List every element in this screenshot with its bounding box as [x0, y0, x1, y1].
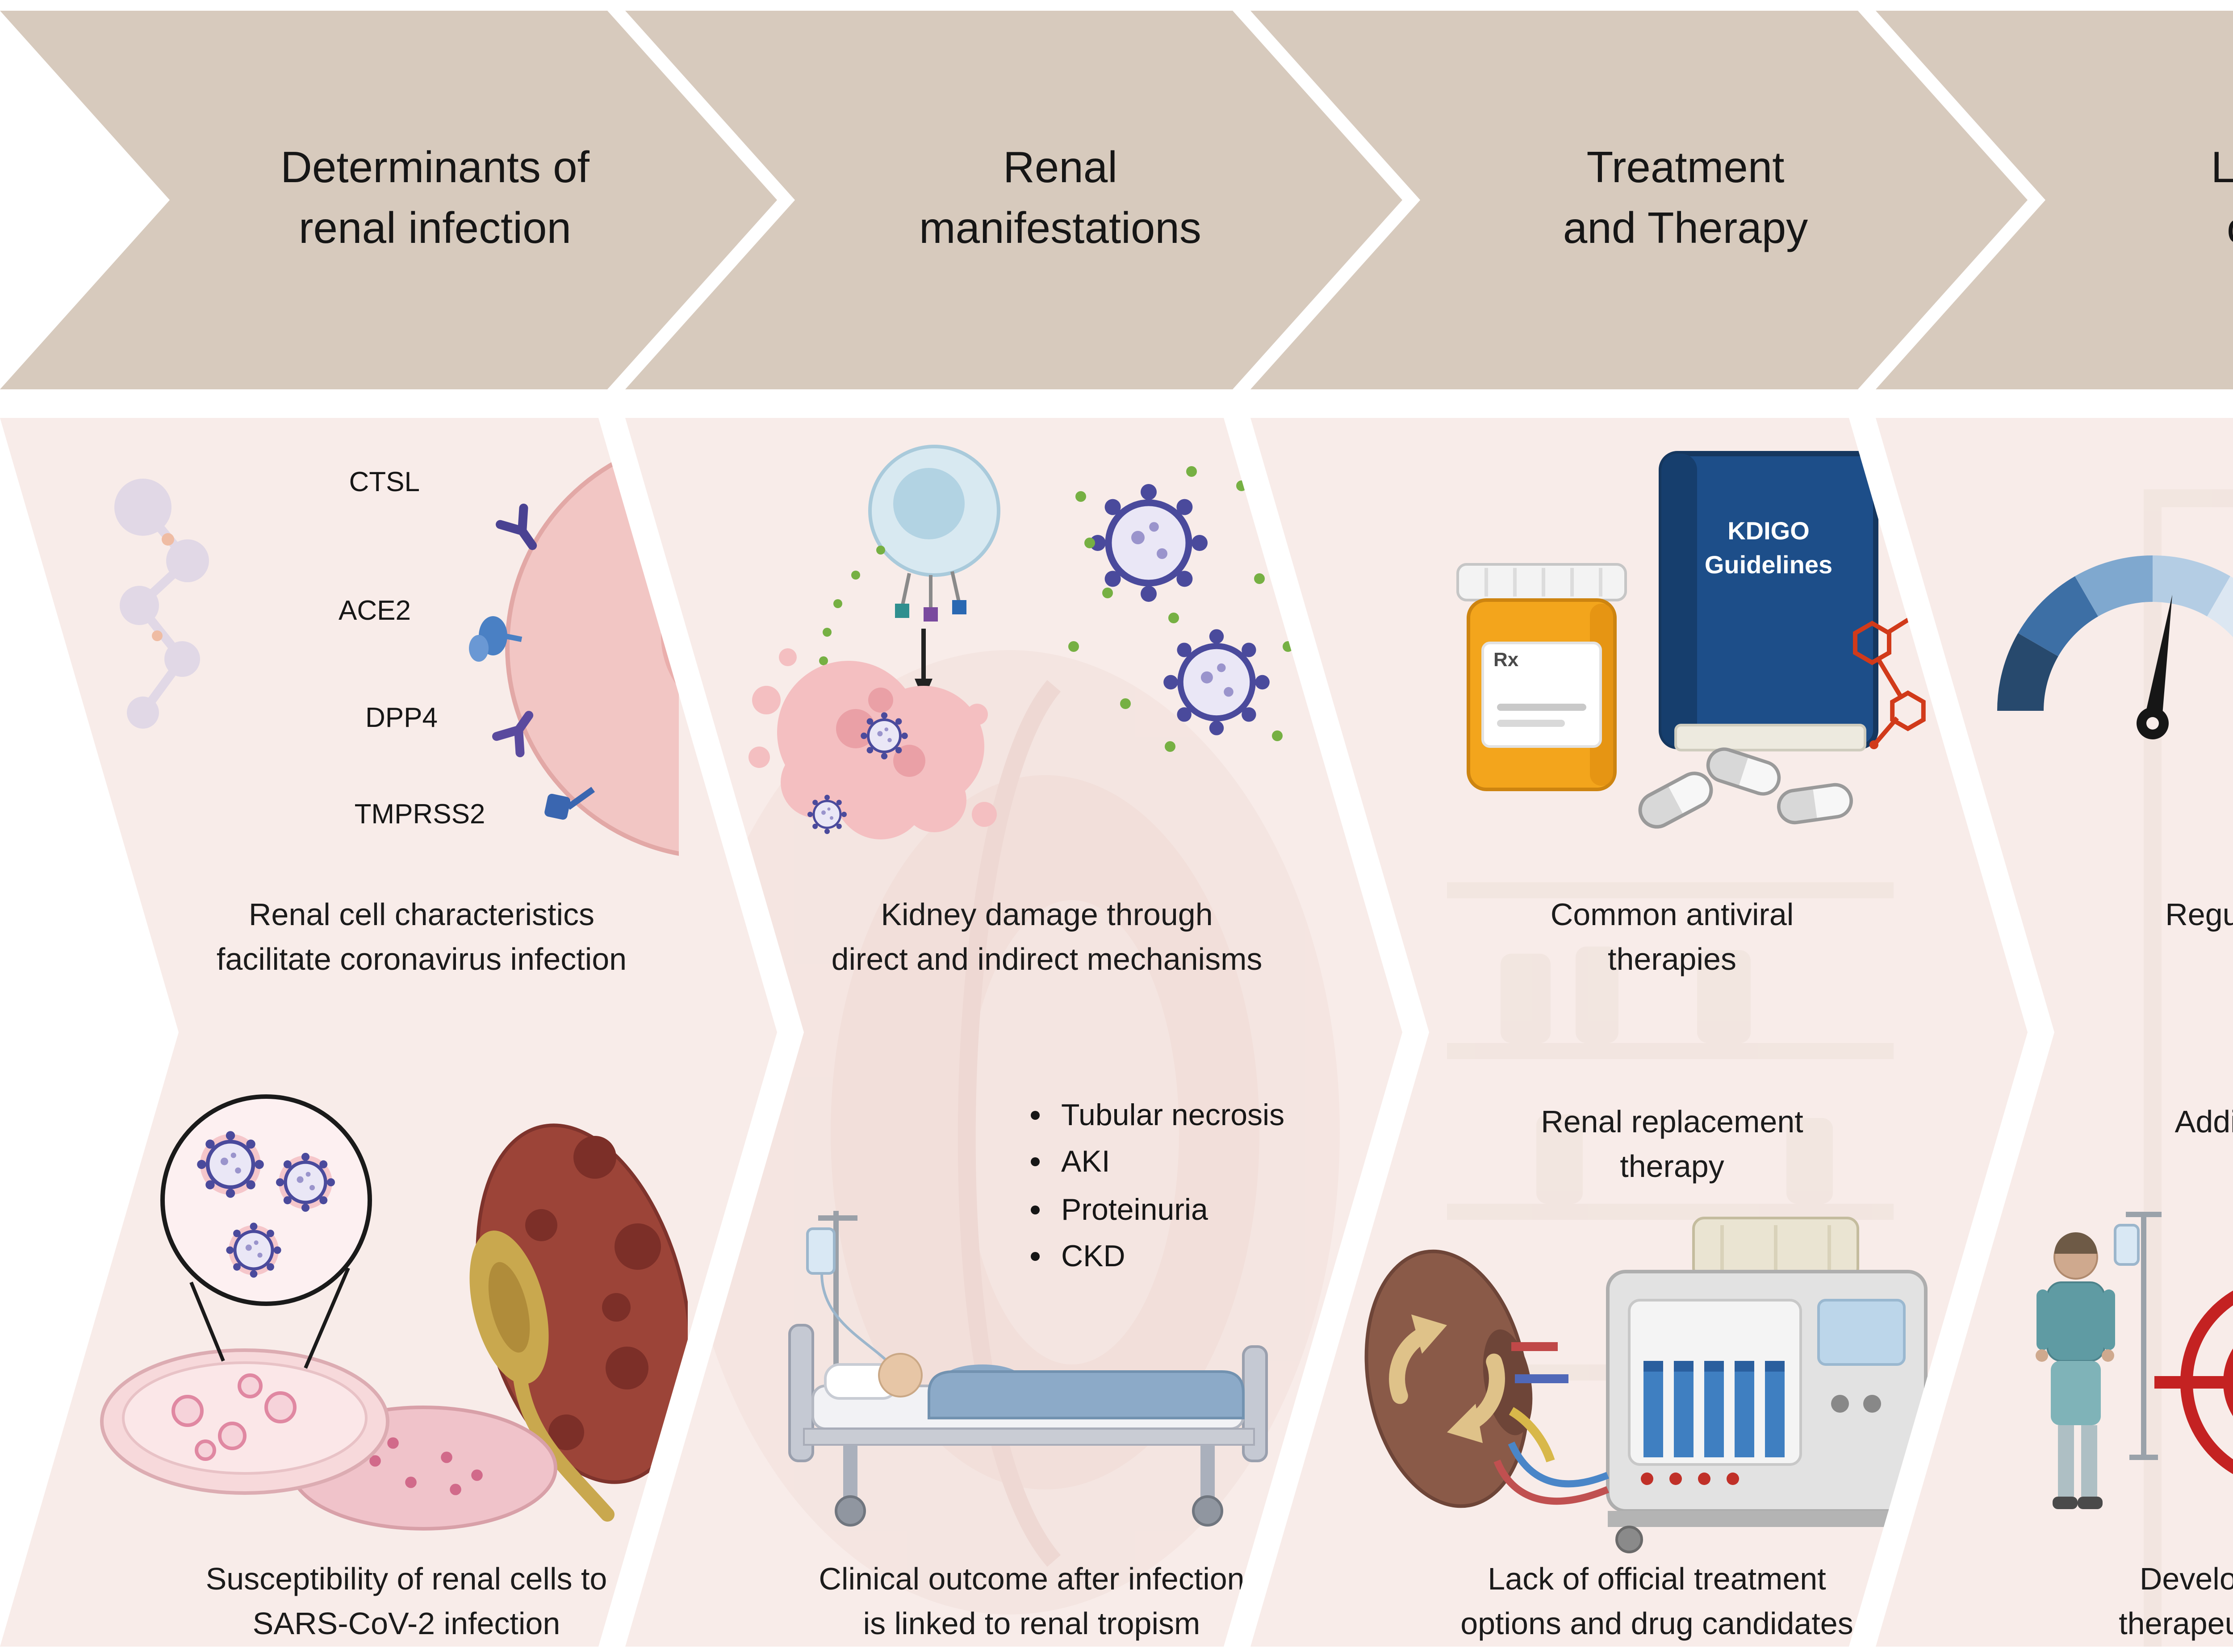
cytokine-dots-icon — [819, 546, 885, 665]
patient-figure-icon — [2036, 1232, 2115, 1509]
pill-bottle-icon — [1456, 563, 1627, 791]
damaged-cell-icon — [749, 648, 997, 839]
hospital-bed-icon — [788, 1324, 1268, 1527]
caption-outcome-top: Regular monitoring — [2165, 897, 2233, 932]
petri-dishes-icon — [100, 1348, 557, 1531]
ctsl-receptor-icon — [496, 503, 537, 550]
receptor-label-dpp4: DPP4 — [365, 704, 438, 734]
caption-manifestations-top: Kidney damage through direct and indirec… — [831, 897, 1263, 976]
dpp4-receptor-icon — [492, 711, 534, 758]
ace2-receptor-icon — [469, 616, 523, 662]
kdigo-book-icon — [1659, 451, 1878, 751]
caption-outcome-bottom: Development of new therapeutic approache… — [2119, 1561, 2233, 1640]
receptor-label-tmprss2: TMPRSS2 — [354, 800, 485, 830]
renal-cell-icon — [505, 436, 679, 859]
step-title-outcome: Long-term outcome — [2211, 145, 2233, 254]
antiviral-therapies-illustration — [1456, 451, 1926, 868]
step-title-treatment: Treatment and Therapy — [1563, 145, 1808, 254]
bullet-aki: AKI — [1061, 1140, 1284, 1187]
step-arrow-treatment: Treatment and Therapy — [1250, 11, 2028, 389]
kdigo-book-title: KDIGO Guidelines — [1704, 516, 1833, 579]
manifestations-bullet-list: Tubular necrosis AKI Proteinuria CKD — [1022, 1093, 1284, 1281]
magnifier-virus-icon — [160, 1094, 372, 1369]
caption-treatment-bottom: Lack of official treatment options and d… — [1460, 1561, 1853, 1640]
background-virus-icon — [114, 479, 209, 729]
virus-particles-icon — [1068, 466, 1293, 752]
panel-determinants: CTSL ACE2 DPP4 TMPRSS2 Renal cell charac… — [0, 418, 777, 1647]
receptor-label-ace2: ACE2 — [339, 597, 411, 627]
caption-outcome-middle: Additional studies — [2174, 1104, 2233, 1139]
virus-receptor-cell-icon — [114, 436, 679, 859]
caption-determinants-bottom: Susceptibility of renal cells to SARS-Co… — [205, 1561, 607, 1640]
caption-manifestations-bottom: Clinical outcome after infection is link… — [819, 1561, 1245, 1640]
capsules-icon — [1634, 745, 1853, 833]
rx-label: Rx — [1493, 650, 1519, 672]
caption-determinants-top: Renal cell characteristics facilitate co… — [216, 897, 627, 976]
receptor-label-ctsl: CTSL — [349, 468, 420, 498]
kidney-susceptibility-illustration — [100, 1094, 688, 1531]
bullet-tubular-necrosis: Tubular necrosis — [1061, 1093, 1284, 1140]
bullet-proteinuria: Proteinuria — [1061, 1187, 1284, 1234]
caption-treatment-middle: Renal replacement therapy — [1541, 1104, 1803, 1183]
monitoring-illustration — [1997, 555, 2233, 739]
step-title-manifestations: Renal manifestations — [919, 145, 1201, 254]
immune-cell-icon — [868, 445, 1000, 622]
molecule-icon — [1853, 608, 1926, 749]
recycle-arrows-icon — [1389, 1314, 1505, 1443]
caption-treatment-top: Common antiviral therapies — [1550, 897, 1794, 976]
new-therapies-illustration — [2036, 1212, 2233, 1509]
iv-pole-icon — [2114, 1212, 2162, 1460]
hospital-bed-illustration — [788, 1211, 1268, 1527]
bullet-ckd: CKD — [1061, 1234, 1284, 1281]
kidney-icon — [469, 1123, 688, 1522]
gauge-icon — [1997, 555, 2233, 739]
dialysis-machine-icon — [1493, 1217, 1928, 1553]
step-title-determinants: Determinants of renal infection — [280, 145, 590, 254]
renal-replacement-illustration — [1364, 1217, 1928, 1553]
protein-chain-watermark — [16, 895, 116, 1095]
step-arrow-determinants: Determinants of renal infection — [0, 11, 777, 389]
kidney-damage-illustration — [749, 445, 1293, 839]
tmprss2-receptor-icon — [544, 787, 595, 820]
target-icon — [2154, 1276, 2233, 1489]
